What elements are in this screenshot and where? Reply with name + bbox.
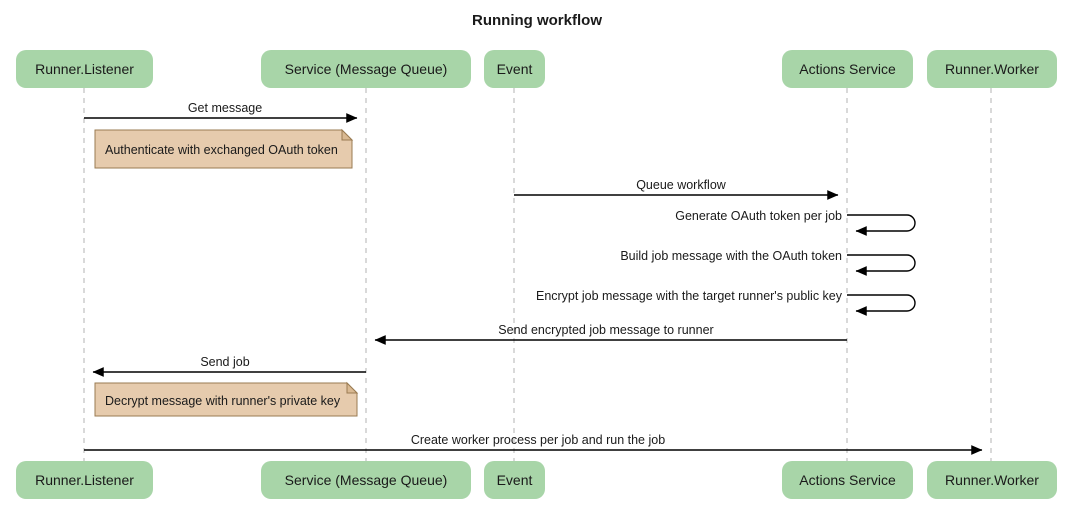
message-msg-generate-oauth-token[interactable]: Generate OAuth token per job [675,209,916,236]
note-note-decrypt[interactable]: Decrypt message with runner's private ke… [94,381,359,417]
participant-box [484,461,545,499]
message-label: Build job message with the OAuth token [620,249,842,263]
message-msg-get-message[interactable]: Get message [84,101,358,123]
participant-runner-listener-bottom[interactable]: Runner.Listener [16,461,153,499]
participant-box [261,50,471,88]
message-label: Get message [188,101,262,115]
participant-runner-worker-top[interactable]: Runner.Worker [927,50,1057,88]
self-loop-path [847,214,916,236]
note-label: Authenticate with exchanged OAuth token [105,143,338,157]
message-label: Encrypt job message with the target runn… [536,289,843,303]
note-body [94,382,358,417]
participant-runner-worker-bottom[interactable]: Runner.Worker [927,461,1057,499]
self-loop-path [847,254,916,276]
participant-label: Runner.Listener [35,61,134,77]
participant-label: Event [497,61,533,77]
participant-box [484,50,545,88]
participant-actions-service-top[interactable]: Actions Service [782,50,913,88]
participant-label: Service (Message Queue) [285,472,448,488]
participant-box [927,50,1057,88]
note-label: Decrypt message with runner's private ke… [105,394,341,408]
participant-box [782,461,913,499]
participant-label: Runner.Worker [945,61,1039,77]
message-label: Send job [200,355,249,369]
message-label: Send encrypted job message to runner [498,323,713,337]
participant-label: Service (Message Queue) [285,61,448,77]
note-note-authenticate[interactable]: Authenticate with exchanged OAuth token [94,128,354,169]
note-body [94,129,353,169]
participant-label: Event [497,472,533,488]
diagram-title-group: Running workflow [472,12,602,29]
participant-event-bottom[interactable]: Event [484,461,545,499]
note-fold-corner-icon [346,381,359,394]
message-msg-encrypt-job-message[interactable]: Encrypt job message with the target runn… [536,289,916,316]
participant-box [782,50,913,88]
participant-actions-service-bottom[interactable]: Actions Service [782,461,913,499]
participant-box [927,461,1057,499]
participant-service-message-queue-top[interactable]: Service (Message Queue) [261,50,471,88]
participant-box [261,461,471,499]
participant-label: Runner.Listener [35,472,134,488]
message-label: Generate OAuth token per job [675,209,842,223]
participants-bottom-group: Runner.Listener Service (Message Queue) Ev… [16,461,1057,499]
message-msg-build-job-message[interactable]: Build job message with the OAuth token [620,249,916,276]
participant-box [16,461,153,499]
participant-label: Actions Service [799,472,896,488]
message-label: Create worker process per job and run th… [411,433,665,447]
participant-runner-listener-top[interactable]: Runner.Listener [16,50,153,88]
notes-group: Authenticate with exchanged OAuth tokenD… [94,128,359,417]
message-msg-queue-workflow[interactable]: Queue workflow [514,178,839,200]
participants-top-group: Runner.Listener Service (Message Queue) Ev… [16,50,1057,88]
page-title: Running workflow [472,12,602,29]
lifelines-group [83,88,992,461]
participant-label: Actions Service [799,61,896,77]
message-label: Queue workflow [636,178,727,192]
participant-label: Runner.Worker [945,472,1039,488]
note-fold-corner-icon [341,128,354,141]
message-msg-send-job[interactable]: Send job [92,355,366,377]
message-msg-send-encrypted-job[interactable]: Send encrypted job message to runner [374,323,847,345]
self-loop-path [847,294,916,316]
participant-box [16,50,153,88]
message-msg-create-worker-process[interactable]: Create worker process per job and run th… [84,433,983,455]
participant-event-top[interactable]: Event [484,50,545,88]
participant-service-message-queue-bottom[interactable]: Service (Message Queue) [261,461,471,499]
